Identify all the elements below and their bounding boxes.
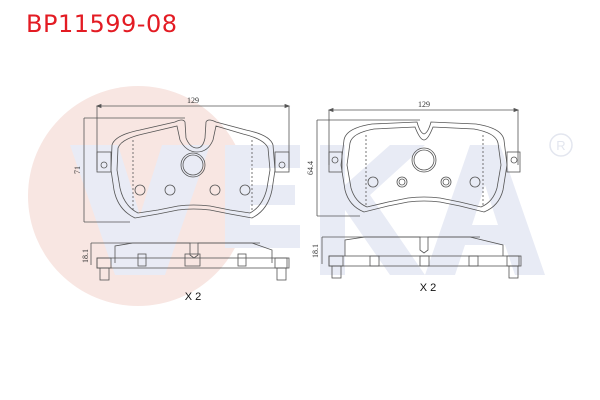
left-pad-front-view (83, 103, 291, 223)
right-height-label: 64.4 (306, 161, 315, 175)
left-pad-side-view (90, 242, 290, 281)
part-number-title: BP11599-08 (26, 10, 178, 38)
watermark-letter-v (70, 145, 210, 275)
watermark-circle (28, 86, 248, 306)
right-width-label: 129 (418, 100, 430, 109)
right-quantity-label: X 2 (420, 282, 437, 294)
left-thickness-label: 18.1 (81, 249, 90, 263)
svg-text:R: R (556, 138, 565, 153)
right-pad-front-view (316, 107, 521, 217)
right-pad-side-view (321, 236, 522, 279)
right-thickness-label: 18.1 (311, 244, 320, 258)
watermark-letter-e (225, 145, 300, 248)
registered-mark-icon (549, 133, 573, 157)
brand-watermark: R (28, 86, 573, 306)
left-quantity-label: X 2 (185, 291, 202, 303)
left-width-label: 129 (187, 96, 199, 105)
left-height-label: 71 (73, 166, 82, 174)
